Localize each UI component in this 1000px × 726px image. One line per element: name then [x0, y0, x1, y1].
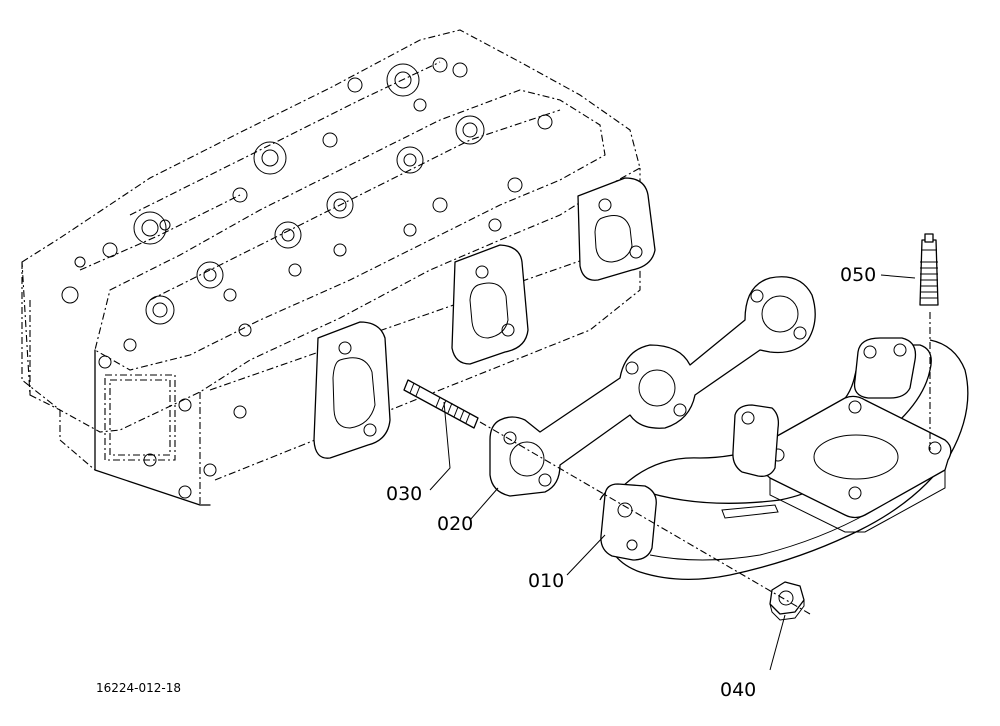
part-label-030: 030 [386, 483, 422, 505]
stud-bolt-050 [919, 233, 939, 306]
drawing-number: 16224-012-18 [96, 681, 181, 695]
assembly-center-lines [479, 312, 931, 615]
stud-bolt-030 [403, 379, 479, 429]
leader-lines [429, 274, 916, 671]
part-label-010: 010 [528, 570, 564, 592]
exhaust-manifold-010 [599, 337, 969, 580]
part-label-020: 020 [437, 513, 473, 535]
cylinder-head-icon [21, 29, 656, 506]
part-label-040: 040 [720, 679, 756, 701]
manifold-gasket-020 [489, 276, 816, 497]
part-label-050: 050 [840, 264, 876, 286]
